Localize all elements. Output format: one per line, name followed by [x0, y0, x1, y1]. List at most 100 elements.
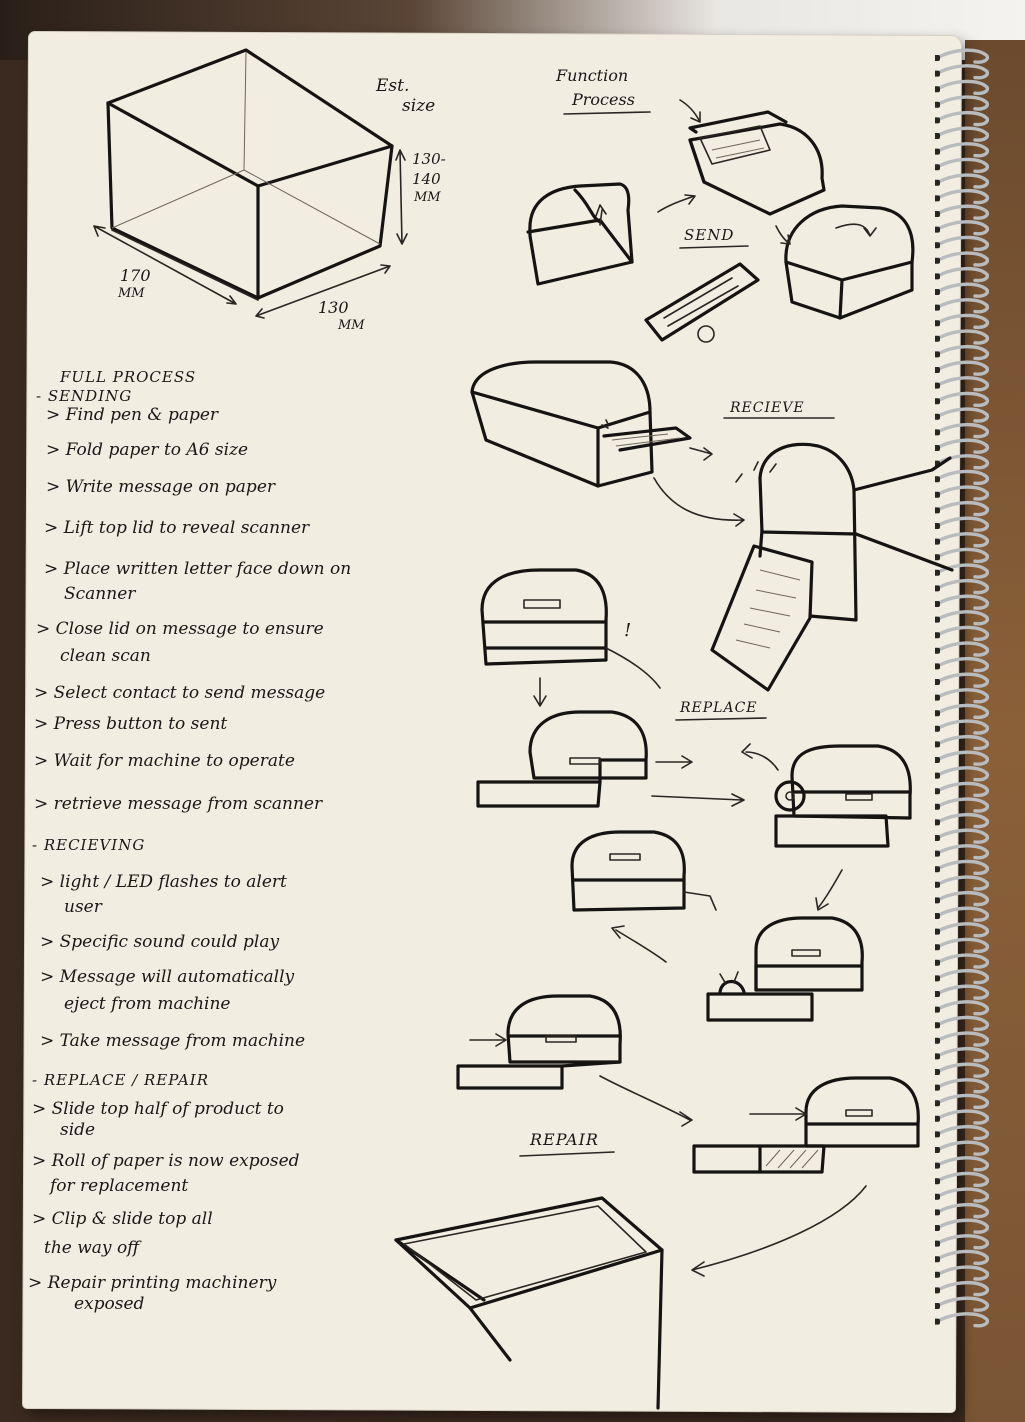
spiral-coil [935, 1062, 990, 1078]
spiral-coil [935, 781, 990, 798]
spiral-hole [935, 429, 940, 436]
spiral-coil [935, 1312, 990, 1328]
spiral-hole [935, 1100, 940, 1107]
spiral-hole [935, 1037, 940, 1044]
spiral-hole [935, 1303, 940, 1309]
spiral-coil [935, 610, 990, 626]
sending-step: > Write message on paper [46, 477, 276, 497]
spiral-hole [935, 741, 940, 748]
spiral-coil [935, 376, 990, 392]
spiral-hole [935, 1069, 940, 1075]
sending-step: > Press button to sent [34, 714, 228, 734]
spiral-coil [935, 126, 990, 142]
spiral-coil [935, 641, 990, 657]
spiral-hole [935, 944, 940, 951]
spiral-hole [935, 351, 940, 358]
receive-label: RECIEVE [730, 400, 805, 416]
spiral-hole [935, 975, 940, 982]
receiving-step: > Take message from machine [40, 1031, 306, 1051]
spiral-hole [935, 991, 940, 997]
spiral-coil [935, 251, 990, 267]
spiral-hole [935, 1022, 940, 1029]
replace-repair-step: side [60, 1120, 96, 1140]
spiral-hole [935, 694, 940, 701]
spiral-hole [935, 507, 940, 514]
spiral-hole [935, 289, 940, 295]
spiral-hole [935, 398, 940, 405]
send-sequence-sketch [526, 99, 915, 343]
label-underlines [519, 111, 835, 1157]
spiral-hole [935, 1256, 940, 1263]
alert-exclamation: ! [624, 620, 632, 641]
spiral-coil [935, 298, 990, 314]
spiral-coil [935, 1202, 990, 1219]
spiral-coil [935, 1218, 990, 1234]
spiral-hole [935, 616, 940, 623]
spiral-hole [935, 413, 940, 420]
spiral-hole [935, 1225, 940, 1231]
spiral-coil [935, 1156, 990, 1172]
box-dimension-sketch [93, 48, 408, 319]
spiral-coil [935, 688, 990, 704]
spiral-hole [935, 226, 940, 233]
spiral-coil [935, 1109, 990, 1125]
spiral-coil [935, 890, 990, 907]
spiral-hole [935, 1162, 940, 1169]
spiral-hole [935, 335, 940, 342]
spiral-coil [935, 1015, 990, 1032]
spiral-coil [935, 703, 990, 720]
spiral-coil [935, 797, 990, 813]
spiral-coil [935, 344, 990, 361]
spiral-coil [935, 828, 990, 844]
spiral-coil [935, 500, 990, 517]
spiral-coil [935, 64, 990, 80]
spiral-coil [935, 953, 990, 969]
spiral-coil [935, 937, 990, 954]
spiral-coil [935, 750, 990, 766]
spiral-coil [935, 1187, 990, 1203]
replace-repair-step: exposed [74, 1294, 145, 1314]
sending-step: > Select contact to send message [34, 683, 326, 703]
spiral-coil [935, 142, 990, 158]
spiral-hole [935, 242, 940, 249]
spiral-hole [935, 382, 940, 389]
sending-step: > retrieve message from scanner [34, 794, 323, 814]
replace-repair-step: > Slide top half of product to [32, 1099, 284, 1119]
spiral-coil [935, 313, 990, 330]
spiral-hole [935, 523, 940, 529]
sending-step: > Place written letter face down on [44, 559, 352, 579]
spiral-coil [935, 48, 990, 64]
spiral-hole [935, 1084, 940, 1091]
replace-repair-heading: - REPLACE / REPAIR [32, 1071, 209, 1089]
spiral-coil [935, 968, 990, 985]
replace-repair-step: > Clip & slide top all [32, 1209, 213, 1229]
height-unit: MM [414, 190, 441, 205]
spiral-coil [935, 204, 990, 220]
spiral-coil [935, 625, 990, 642]
receiving-step: > Specific sound could play [40, 932, 280, 952]
spiral-coil [935, 266, 990, 283]
spiral-hole [935, 850, 940, 857]
spiral-hole [935, 897, 940, 904]
spiral-hole [935, 133, 940, 139]
spiral-hole [935, 757, 940, 763]
sending-step: > Find pen & paper [46, 405, 219, 425]
spiral-hole [935, 835, 940, 841]
spiral-hole [935, 585, 940, 592]
spiral-hole [935, 148, 940, 155]
sending-step: > Fold paper to A6 size [46, 440, 249, 460]
spiral-coil [935, 173, 990, 189]
spiral-coil [935, 1140, 990, 1156]
spiral-coil [935, 422, 990, 439]
spiral-coil [935, 454, 990, 470]
spiral-hole [935, 367, 940, 373]
spiral-hole [935, 679, 940, 685]
spiral-coil [935, 1078, 990, 1094]
spiral-hole [935, 1178, 940, 1185]
spiral-coil [935, 844, 990, 860]
spiral-hole [935, 476, 940, 483]
spiral-coil [935, 220, 990, 236]
spiral-hole [935, 538, 940, 545]
spiral-coil [935, 95, 990, 111]
spiral-coil [935, 1124, 990, 1141]
